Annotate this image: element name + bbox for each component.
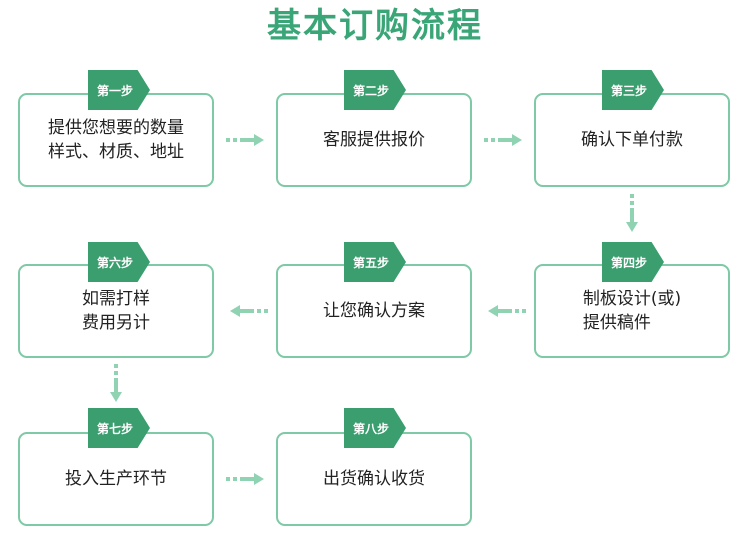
step-text: 让您确认方案 <box>323 299 425 323</box>
step-text-line: 投入生产环节 <box>65 469 167 489</box>
step-text: 投入生产环节 <box>65 467 167 491</box>
arrow-down-icon <box>110 364 122 402</box>
arrow-right-icon <box>226 473 264 485</box>
step-text-line: 提供您想要的数量 <box>48 118 184 138</box>
step-text: 制板设计(或) 提供稿件 <box>583 287 681 335</box>
arrow-right-icon <box>226 134 264 146</box>
step-text-line: 如需打样 <box>82 289 150 309</box>
step-text-line: 费用另计 <box>82 313 150 333</box>
step-tag-8: 第八步 <box>344 408 406 448</box>
step-text: 如需打样 费用另计 <box>82 287 150 335</box>
step-text-line: 出货确认收货 <box>323 469 425 489</box>
arrow-left-icon <box>230 305 268 317</box>
step-text: 客服提供报价 <box>323 128 425 152</box>
arrow-left-icon <box>488 305 526 317</box>
step-tag-4: 第四步 <box>602 242 664 282</box>
step-text-line: 提供稿件 <box>582 313 651 333</box>
step-text: 出货确认收货 <box>323 467 425 491</box>
step-text-line: 制板设计(或) <box>582 289 682 309</box>
step-text: 确认下单付款 <box>581 128 683 152</box>
page-title: 基本订购流程 <box>267 6 483 46</box>
step-tag-2: 第二步 <box>344 70 406 110</box>
step-text-line: 让您确认方案 <box>323 301 425 321</box>
step-tag-5: 第五步 <box>344 242 406 282</box>
step-text: 提供您想要的数量 样式、材质、地址 <box>48 116 184 164</box>
arrow-down-icon <box>626 194 638 232</box>
step-tag-7: 第七步 <box>88 408 150 448</box>
step-text-line: 客服提供报价 <box>323 130 425 150</box>
step-text-line: 确认下单付款 <box>581 130 683 150</box>
step-text-line: 样式、材质、地址 <box>48 142 184 162</box>
step-tag-6: 第六步 <box>88 242 150 282</box>
step-tag-1: 第一步 <box>88 70 150 110</box>
step-tag-3: 第三步 <box>602 70 664 110</box>
arrow-right-icon <box>484 134 522 146</box>
